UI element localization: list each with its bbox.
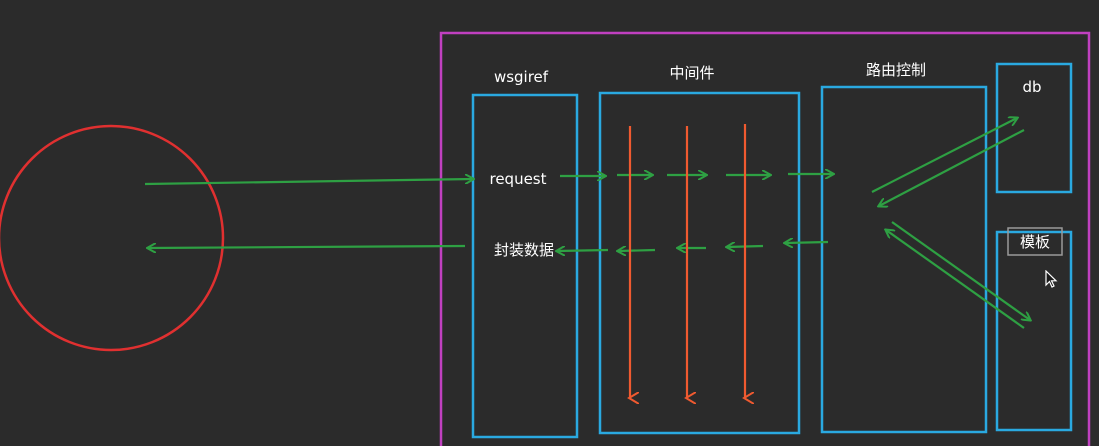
routing-to-db-arrow (871, 118, 1017, 193)
routing-box (820, 85, 988, 434)
wsgiref-label: wsgiref (494, 68, 549, 86)
wsgiref-box (471, 93, 579, 439)
template-label: 模板 (1020, 233, 1050, 251)
server-frame (439, 31, 1091, 446)
routing-to-template-arrow (891, 221, 1030, 320)
db-to-routing-arrow (879, 129, 1025, 206)
client-circle (0, 124, 225, 352)
response-arrow-1 (557, 250, 609, 251)
template-label-frame (1007, 227, 1063, 256)
db-label: db (1022, 78, 1041, 96)
response-arrow-2 (618, 250, 656, 251)
template-to-routing-arrow (886, 230, 1025, 329)
routing-label: 路由控制 (866, 61, 926, 79)
mouse-pointer-icon (1045, 270, 1058, 288)
template-box (995, 230, 1073, 432)
client-response-arrow (148, 246, 466, 248)
client-request-arrow (144, 179, 473, 186)
request-label: request (489, 170, 546, 188)
response-arrow-5 (785, 242, 829, 243)
middleware-label: 中间件 (669, 64, 714, 82)
package-data-label: 封装数据 (494, 241, 554, 259)
middleware-box (598, 91, 801, 435)
